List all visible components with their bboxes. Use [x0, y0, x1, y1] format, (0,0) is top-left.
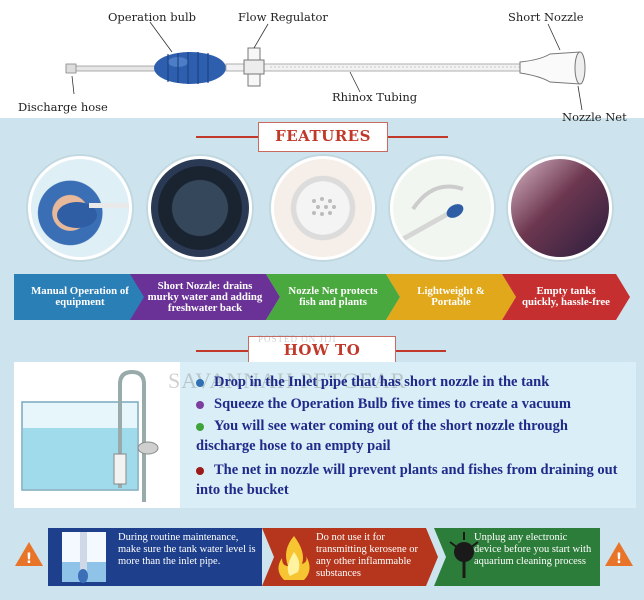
operate-step-2: Squeeze the Operation Bulb five times to…	[196, 394, 571, 414]
step-text: Squeeze the Operation Bulb five times to…	[214, 396, 571, 412]
warning-text: During routine maintenance, make sure th…	[118, 532, 256, 567]
flow-regulator-label: Flow Regulator	[238, 10, 328, 24]
warning-icon-left: !	[15, 542, 43, 567]
operate-line-left	[196, 350, 248, 352]
operate-line-right	[394, 350, 446, 352]
feature-photo-portable	[390, 156, 494, 260]
feature-photo-murky-water	[148, 156, 252, 260]
nozzle-net-label: Nozzle Net	[562, 110, 627, 124]
feature-photo-nozzle-net	[271, 156, 375, 260]
step-text: You will see water coming out of the sho…	[196, 418, 568, 454]
fire-icon	[274, 528, 314, 586]
warning-text: Do not use it for transmitting kerosene …	[316, 532, 419, 579]
banner-line-left	[196, 136, 258, 138]
operate-title-box: HOW TO OPERATE	[248, 336, 396, 385]
watermark-savannah: SAVANNAH PETGEAR	[168, 368, 407, 393]
operate-steps-panel: SAVANNAH PETGEAR	[14, 362, 636, 508]
features-title: FEATURES	[275, 127, 371, 145]
feature-bar-short-nozzle: Short Nozzle: drains murky water and add…	[130, 274, 280, 320]
step-text: Drop in the Inlet pipe that has short no…	[214, 374, 550, 390]
siphon-diagram-graphic	[65, 21, 586, 111]
step-bullet	[196, 400, 204, 409]
watermark-posted: POSTED ON JIJI	[258, 334, 337, 344]
svg-text:!: !	[616, 551, 622, 567]
product-diagram: Operation bulb Flow Regulator Short Nozz…	[0, 0, 644, 124]
warning-icon-right: !	[605, 542, 633, 567]
operation-bulb-graphic	[154, 52, 226, 84]
water-level-icon	[62, 532, 106, 583]
short-nozzle-label: Short Nozzle	[508, 10, 584, 24]
operate-step-3: You will see water coming out of the sho…	[196, 416, 620, 456]
step-bullet	[196, 378, 204, 387]
features-title-box: FEATURES	[258, 122, 388, 152]
tank-illustration	[14, 362, 180, 508]
warning-flammable: Do not use it for transmitting kerosene …	[262, 528, 438, 586]
warning-text: Unplug any electronic device before you …	[474, 532, 592, 567]
step-text: The net in nozzle will prevent plants an…	[196, 462, 618, 498]
warning-unplug: Unplug any electronic device before you …	[434, 528, 600, 586]
feature-bar-manual: Manual Operation of equipment	[14, 274, 146, 320]
banner-line-right	[386, 136, 448, 138]
feature-photo-manual	[28, 156, 132, 260]
step-bullet	[196, 422, 204, 431]
flow-regulator-graphic	[243, 47, 265, 87]
discharge-hose-label: Discharge hose	[18, 100, 108, 114]
feature-bar-portable: Lightweight & Portable	[386, 274, 516, 320]
operate-banner: HOW TO OPERATE	[0, 332, 644, 385]
feature-bar-empty-tanks: Empty tanks quickly, hassle-free	[502, 274, 630, 320]
feature-photo-kids-aquarium	[508, 156, 612, 260]
rhinox-tubing-label: Rhinox Tubing	[332, 90, 418, 104]
warning-water-level: During routine maintenance, make sure th…	[48, 528, 262, 586]
operate-step-1: Drop in the Inlet pipe that has short no…	[196, 372, 549, 392]
electric-shock-icon	[449, 532, 479, 578]
step-bullet	[196, 466, 204, 475]
features-banner: FEATURES	[0, 118, 644, 158]
feature-bar-nozzle-net: Nozzle Net protects fish and plants	[266, 274, 400, 320]
svg-text:!: !	[26, 551, 32, 567]
operate-step-4: The net in nozzle will prevent plants an…	[196, 460, 620, 500]
operation-bulb-label: Operation bulb	[108, 10, 197, 24]
